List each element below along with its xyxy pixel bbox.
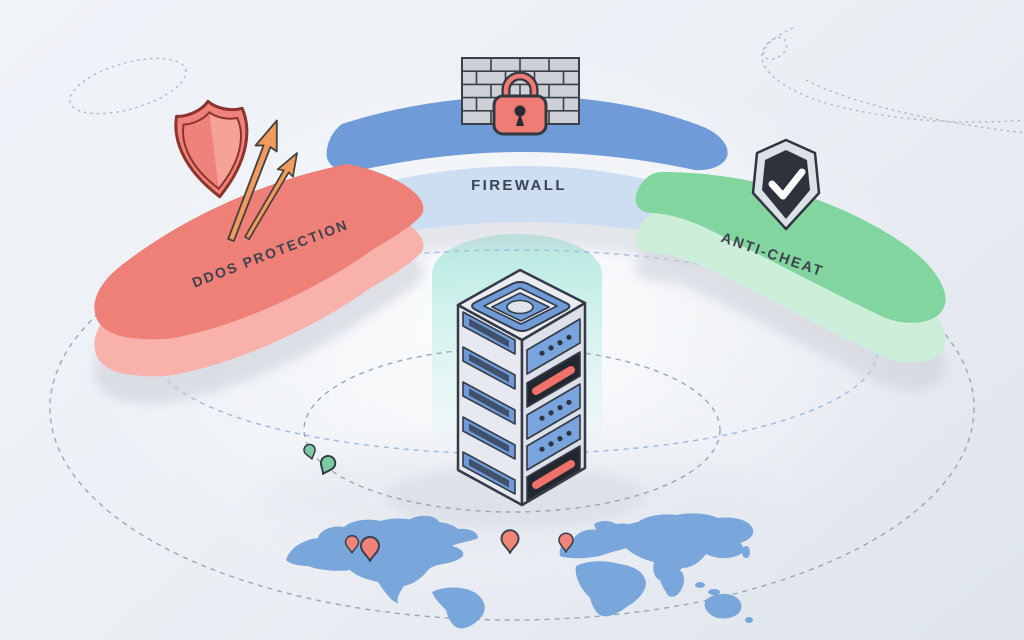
attack-arrow <box>244 152 298 241</box>
arc-ddos-top <box>94 164 424 340</box>
continent-greenland <box>403 515 440 536</box>
panel-blue-dots <box>526 383 581 440</box>
shield-check-icon <box>751 138 821 231</box>
shield-check-inner <box>762 150 810 219</box>
green-orbit-markers <box>303 443 337 475</box>
island <box>742 546 750 558</box>
arc-anticheat-top <box>635 172 946 323</box>
map-pins <box>344 529 574 562</box>
orbit-inner <box>303 347 721 513</box>
attack-arrow <box>227 119 278 242</box>
shield-highlight <box>209 112 241 189</box>
server-left-slats <box>462 311 516 495</box>
green-marker <box>303 443 316 460</box>
map-pin <box>500 529 520 554</box>
panel-blue-dots <box>526 414 581 471</box>
green-marker <box>319 454 337 475</box>
server-top-vent <box>506 299 534 315</box>
continent-south-america <box>432 587 485 629</box>
panel-blue-dots <box>526 318 581 375</box>
server-right-panels <box>526 318 581 502</box>
padlock-keyhole-stem <box>516 113 524 126</box>
map-pin <box>558 532 574 553</box>
map-pin <box>360 536 380 562</box>
arc-anticheat: ANTI-CHEAT <box>635 172 946 391</box>
checkmark <box>768 168 806 200</box>
continent-africa <box>575 561 646 617</box>
island <box>695 582 705 588</box>
map-pin <box>344 535 360 554</box>
continent-asia <box>617 513 754 581</box>
shield-inner-line <box>182 110 242 191</box>
arc-ddos: DDOS PROTECTION <box>94 164 424 404</box>
shield-arrows-icon <box>174 99 298 242</box>
arc-anticheat-shadow <box>635 240 946 391</box>
arc-firewall-side <box>326 166 728 242</box>
decorative-orbit-small-icon <box>69 57 187 115</box>
continent-australia <box>704 593 742 619</box>
arc-firewall-label: FIREWALL <box>471 177 567 194</box>
decorative-swirl-icon <box>761 27 1024 123</box>
island-nz <box>745 617 753 623</box>
continent-north-america <box>286 518 478 604</box>
padlock-keyhole <box>514 105 526 117</box>
continent-india <box>659 569 685 597</box>
padlock-shackle-fill <box>503 73 537 101</box>
brick-wall-padlock-icon <box>461 57 580 136</box>
server-tower <box>456 268 587 507</box>
arc-firewall: FIREWALL <box>326 96 728 267</box>
decorative-swirl2-icon <box>805 79 1024 134</box>
world-map <box>286 513 754 629</box>
arc-anticheat-side <box>635 212 946 363</box>
island <box>708 589 720 595</box>
